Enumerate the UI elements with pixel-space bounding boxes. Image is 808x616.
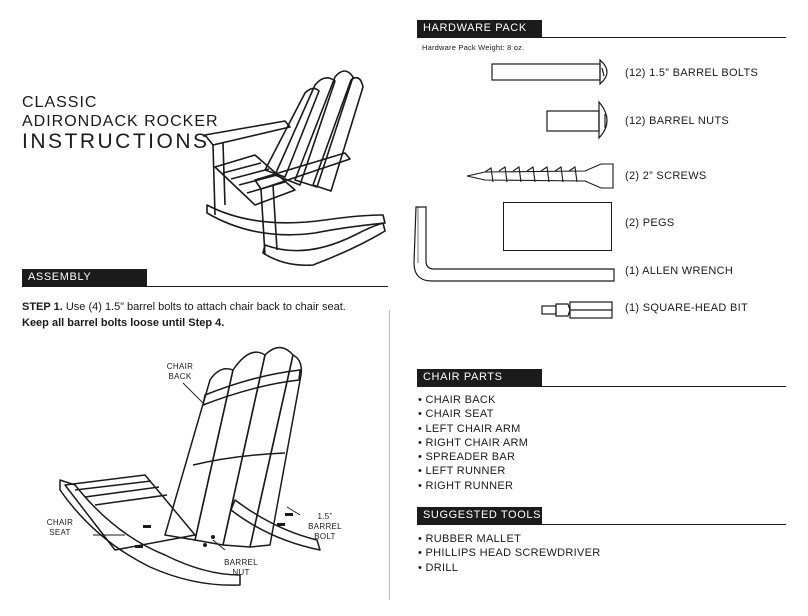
callout-barrel-bolt: 1.5” BARREL BOLT [308,512,342,541]
hardware-item-barrel-bolts: (12) 1.5” BARREL BOLTS [625,67,759,79]
callout-chair-back: CHAIR BACK [166,362,194,381]
chair-parts-list: CHAIR BACK CHAIR SEAT LEFT CHAIR ARM RIG… [418,393,528,493]
chair-parts-rule [417,386,786,387]
page-title: INSTRUCTIONS [22,130,210,153]
list-item: SPREADER BAR [418,450,528,464]
list-item: CHAIR SEAT [418,407,528,421]
column-divider [389,310,390,600]
assembly-rule [22,286,388,287]
screw-icon [466,163,614,189]
assembly-illustration [59,346,321,586]
barrel-bolt-icon [491,58,608,86]
hardware-item-barrel-nuts: (12) BARREL NUTS [625,115,730,127]
step-1-instruction: STEP 1. Use (4) 1.5” barrel bolts to att… [22,299,352,331]
chair-parts-heading: CHAIR PARTS [417,369,542,386]
title-line-2: ADIRONDACK ROCKER [22,113,219,130]
step-text: Use (4) 1.5” barrel bolts to attach chai… [62,301,346,313]
callout-barrel-nut: BARREL NUT [224,558,258,577]
hardware-item-allen-wrench: (1) ALLEN WRENCH [625,265,734,277]
allen-wrench-icon [413,206,615,282]
list-item: PHILLIPS HEAD SCREWDRIVER [418,546,601,560]
step-label: STEP 1. [22,301,63,313]
square-head-bit-icon [541,301,613,319]
hardware-heading: HARDWARE PACK [417,20,542,37]
list-item: LEFT CHAIR ARM [418,422,528,436]
hardware-item-square-head-bit: (1) SQUARE-HEAD BIT [625,302,749,314]
list-item: CHAIR BACK [418,393,528,407]
hardware-item-screws: (2) 2” SCREWS [625,170,707,182]
barrel-nut-icon [546,100,608,140]
title-line-1: CLASSIC [22,94,98,111]
step-warning: Keep all barrel bolts loose until Step 4… [22,317,225,329]
callout-chair-seat: CHAIR SEAT [46,518,74,537]
assembly-heading: ASSEMBLY [22,269,147,286]
tools-list: RUBBER MALLET PHILLIPS HEAD SCREWDRIVER … [418,532,601,575]
list-item: RIGHT CHAIR ARM [418,436,528,450]
list-item: RIGHT RUNNER [418,479,528,493]
list-item: RUBBER MALLET [418,532,601,546]
tools-rule [417,524,786,525]
tools-heading: SUGGESTED TOOLS [417,507,542,524]
list-item: DRILL [418,561,601,575]
hardware-item-pegs: (2) PEGS [625,217,675,229]
rocker-chair-illustration [204,70,386,267]
hardware-weight: Hardware Pack Weight: 8 oz. [422,43,525,52]
hardware-rule [417,37,786,38]
peg-icon [503,202,612,251]
list-item: LEFT RUNNER [418,464,528,478]
